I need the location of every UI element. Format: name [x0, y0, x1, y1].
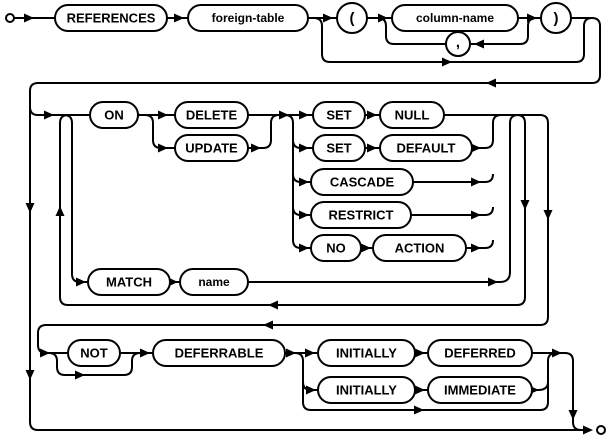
node-foreign-table-label: foreign-table	[212, 11, 285, 25]
node-close-paren: )	[540, 2, 572, 34]
node-name: name	[179, 268, 249, 296]
node-action-label: ACTION	[395, 241, 445, 256]
node-delete: DELETE	[174, 101, 249, 129]
node-no-label: NO	[326, 241, 346, 256]
connector-lines	[14, 17, 601, 431]
node-cascade-label: CASCADE	[330, 175, 395, 190]
node-on: ON	[89, 101, 139, 129]
node-on-label: ON	[104, 108, 124, 123]
node-match-label: MATCH	[106, 275, 152, 290]
node-close-paren-label: )	[554, 10, 559, 27]
node-default: DEFAULT	[379, 134, 473, 162]
node-set-2-label: SET	[326, 141, 351, 156]
node-default-label: DEFAULT	[397, 141, 456, 156]
node-update-label: UPDATE	[185, 141, 238, 156]
node-null: NULL	[379, 101, 445, 129]
arrowheads	[24, 13, 593, 435]
node-set-1-label: SET	[326, 108, 351, 123]
node-set-2: SET	[312, 134, 366, 162]
node-not-label: NOT	[80, 346, 108, 361]
node-comma: ,	[445, 31, 471, 57]
node-no: NO	[310, 234, 362, 262]
node-column-name-label: column-name	[416, 11, 494, 25]
node-deferrable-label: DEFERRABLE	[175, 346, 264, 361]
node-comma-label: ,	[456, 34, 460, 51]
node-immediate-label: IMMEDIATE	[444, 383, 516, 398]
node-not: NOT	[67, 339, 121, 367]
node-foreign-table: foreign-table	[187, 4, 309, 32]
node-cascade: CASCADE	[310, 168, 414, 196]
node-delete-label: DELETE	[186, 108, 238, 123]
node-match: MATCH	[87, 268, 171, 296]
node-initially-1-label: INITIALLY	[336, 346, 397, 361]
node-set-1: SET	[312, 101, 366, 129]
node-initially-2-label: INITIALLY	[336, 383, 397, 398]
node-column-name: column-name	[391, 4, 519, 32]
node-immediate: IMMEDIATE	[427, 376, 533, 404]
node-open-paren: (	[336, 2, 368, 34]
node-update: UPDATE	[174, 134, 249, 162]
node-initially-2: INITIALLY	[317, 376, 416, 404]
node-deferred-label: DEFERRED	[444, 346, 516, 361]
node-action: ACTION	[372, 234, 467, 262]
start-terminal	[5, 13, 15, 23]
node-name-label: name	[198, 275, 230, 289]
node-initially-1: INITIALLY	[317, 339, 416, 367]
end-terminal	[596, 425, 606, 435]
node-open-paren-label: (	[350, 10, 355, 27]
node-deferrable: DEFERRABLE	[152, 339, 286, 367]
node-references: REFERENCES	[54, 4, 168, 32]
node-restrict-label: RESTRICT	[329, 208, 394, 223]
node-references-label: REFERENCES	[67, 11, 156, 26]
node-deferred: DEFERRED	[427, 339, 533, 367]
node-null-label: NULL	[395, 108, 430, 123]
node-restrict: RESTRICT	[310, 201, 412, 229]
